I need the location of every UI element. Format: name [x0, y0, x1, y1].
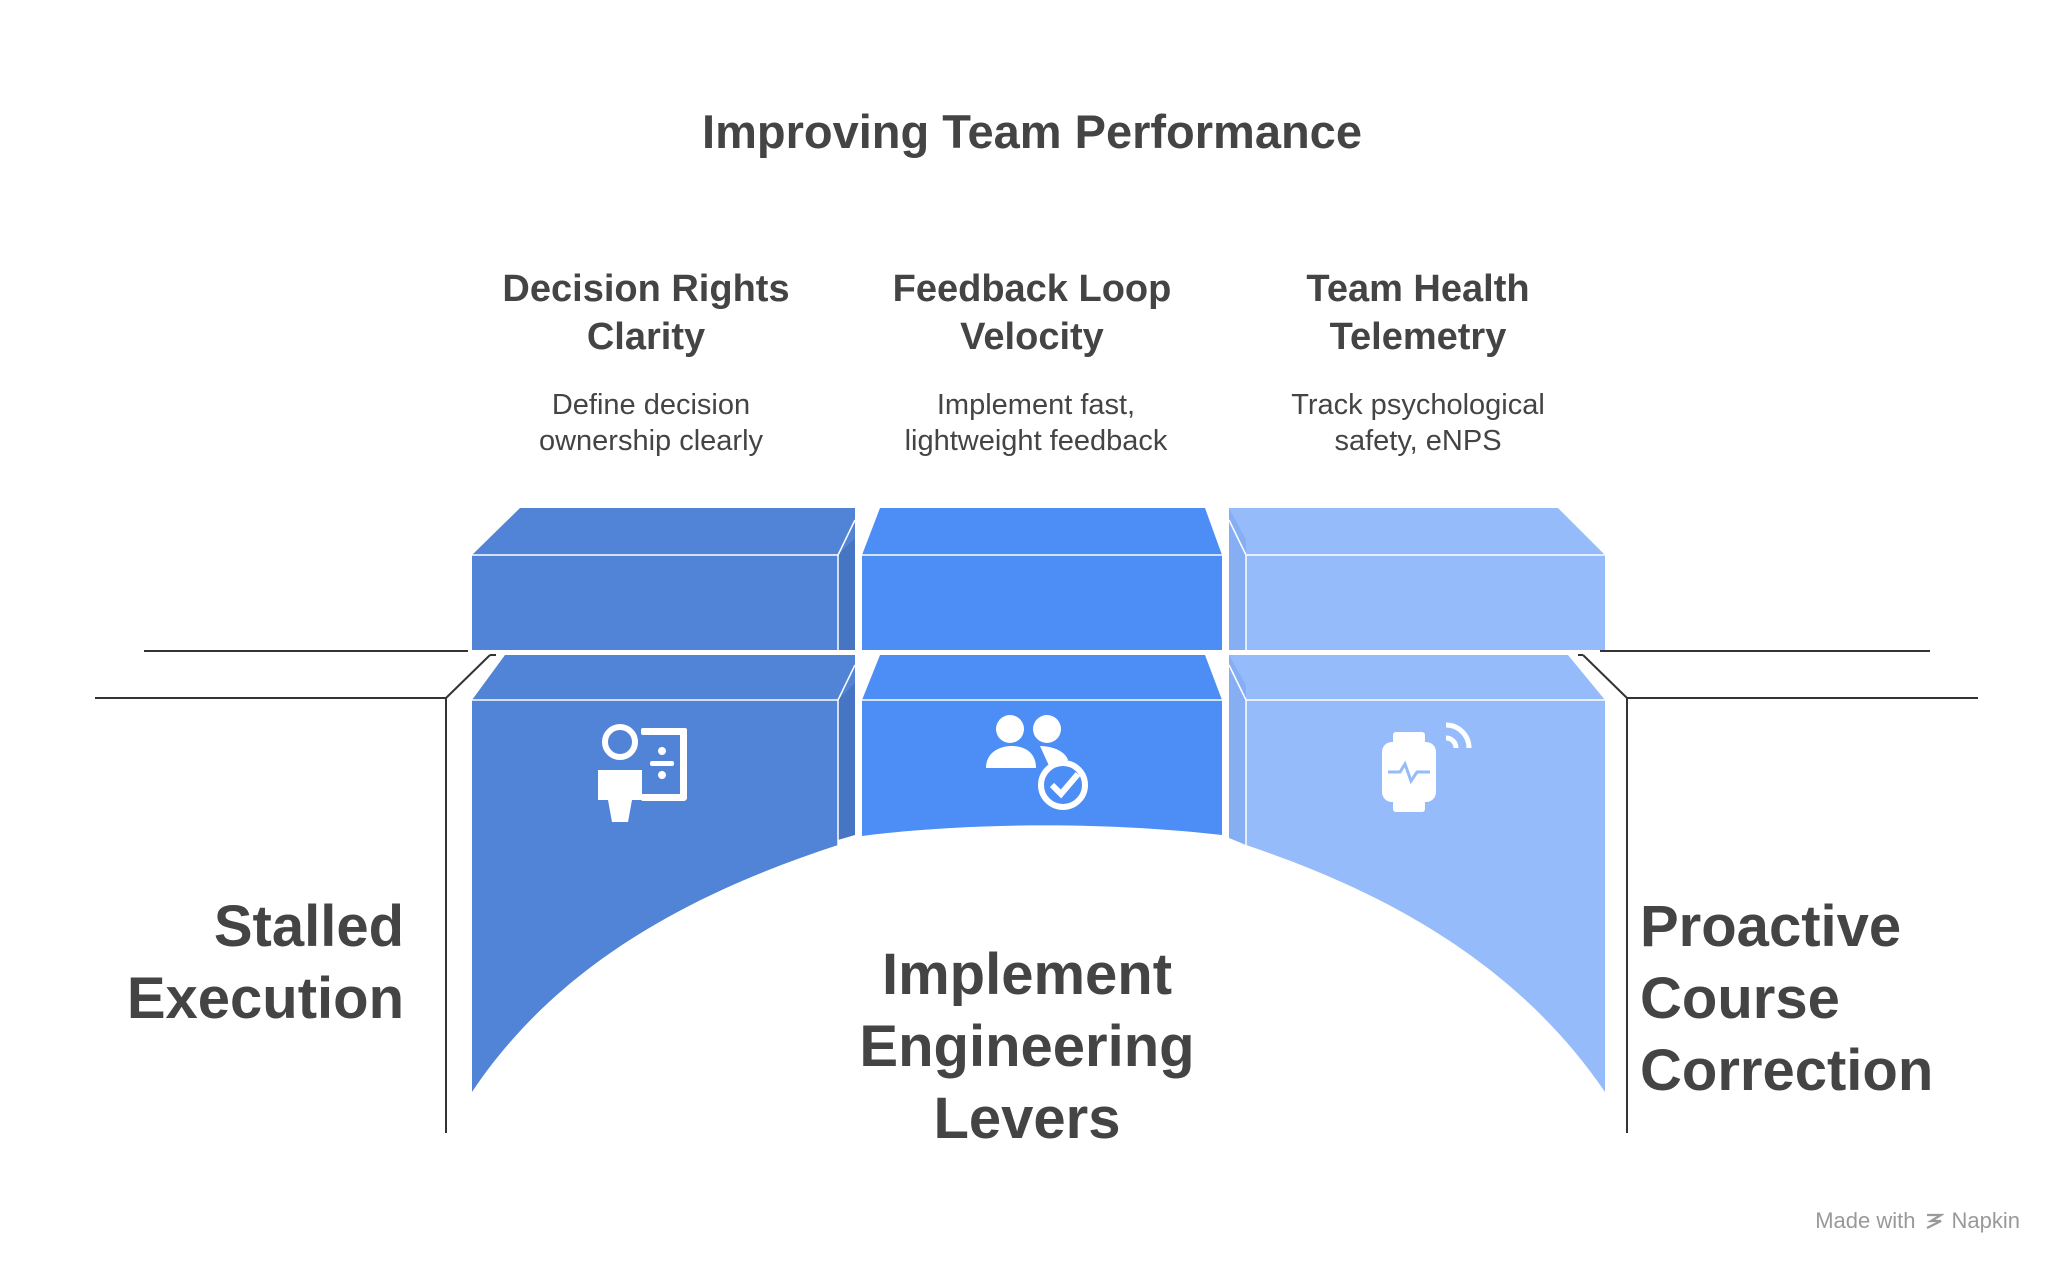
napkin-logo-icon — [1926, 1213, 1944, 1229]
center-label: Implement Engineering Levers — [777, 939, 1277, 1155]
lever-description-line: Define decision — [551, 389, 751, 421]
lever-description-feedback-loop: Implement fast, lightweight feedback — [846, 387, 1226, 459]
center-label-line: Engineering — [859, 1014, 1195, 1079]
lever-block-feedback-loop — [862, 508, 1222, 836]
lever-description-decision-rights: Define decision ownership clearly — [461, 387, 841, 459]
center-label-line: Implement — [881, 942, 1173, 1007]
smartwatch-signal-icon — [1382, 722, 1472, 812]
lever-description-team-health: Track psychological safety, eNPS — [1228, 387, 1608, 459]
lever-description-line: Implement fast, — [936, 389, 1136, 421]
decision-person-icon — [598, 724, 687, 822]
right-label-line: Course — [1640, 966, 1840, 1031]
lever-description-line: safety, eNPS — [1334, 425, 1502, 457]
lever-description-line: Track psychological — [1291, 389, 1545, 421]
center-label-line: Levers — [933, 1086, 1121, 1151]
footer-made-with: Made with — [1815, 1208, 1916, 1233]
lever-title-line: Telemetry — [1329, 316, 1507, 358]
lever-description-line: ownership clearly — [538, 425, 764, 457]
left-label-line: Stalled — [213, 894, 404, 959]
lever-title-line: Decision Rights — [502, 268, 790, 310]
right-label-line: Correction — [1640, 1038, 1934, 1103]
page-title: Improving Team Performance — [702, 105, 1362, 158]
lever-title-decision-rights: Decision Rights Clarity — [456, 265, 836, 361]
right-label: Proactive Course Correction — [1640, 891, 2000, 1107]
lever-block-team-health — [1228, 508, 1605, 1092]
lever-title-team-health: Team Health Telemetry — [1228, 265, 1608, 361]
right-cliff — [1578, 650, 1978, 1133]
lever-title-line: Team Health — [1306, 268, 1530, 310]
lever-title-feedback-loop: Feedback Loop Velocity — [842, 265, 1222, 361]
right-label-line: Proactive — [1640, 894, 1902, 959]
lever-title-line: Clarity — [586, 316, 706, 358]
lever-block-decision-rights — [472, 508, 856, 1092]
lever-title-line: Feedback Loop — [892, 268, 1172, 310]
lever-description-line: lightweight feedback — [904, 425, 1168, 457]
lever-title-line: Velocity — [960, 316, 1104, 358]
left-label: Stalled Execution — [74, 891, 404, 1035]
left-cliff — [95, 650, 496, 1133]
left-label-line: Execution — [126, 966, 404, 1031]
footer-attribution: Made with Napkin — [1815, 1208, 2020, 1234]
people-check-icon — [986, 715, 1088, 810]
footer-brand: Napkin — [1951, 1208, 2020, 1233]
